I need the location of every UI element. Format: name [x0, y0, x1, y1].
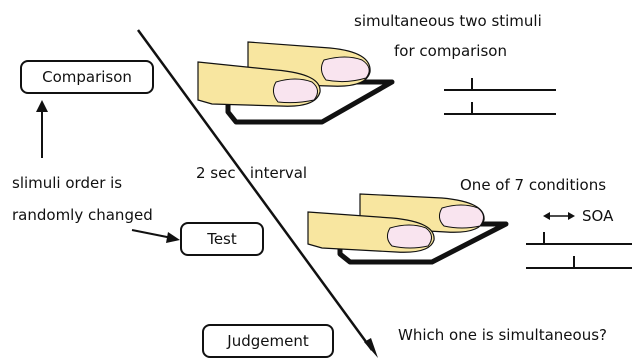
- question-label: Which one is simultaneous?: [398, 326, 607, 344]
- fingers-top: [197, 41, 395, 125]
- fingers-bottom: [307, 193, 509, 265]
- simultaneous-label-line2: for comparison: [394, 42, 507, 60]
- timing-soa: [526, 232, 632, 269]
- timeline-arrow: [136, 29, 378, 358]
- test-label: Test: [207, 230, 237, 248]
- test-box: Test: [180, 222, 264, 256]
- arrow-to-test: [131, 229, 180, 243]
- judgement-box: Judgement: [202, 324, 334, 358]
- judgement-label: Judgement: [227, 332, 309, 350]
- interval-label: 2 sec interval: [196, 164, 308, 182]
- soa-double-arrow: [543, 212, 575, 220]
- arrow-to-comparison: [36, 100, 48, 158]
- conditions-label: One of 7 conditions: [460, 176, 607, 194]
- simultaneous-label-line1: simultaneous two stimuli: [354, 12, 542, 30]
- comparison-box: Comparison: [20, 60, 154, 94]
- soa-label: SOA: [582, 207, 614, 225]
- order-label-line1: slimuli order is: [12, 174, 123, 192]
- timing-simultaneous: [444, 78, 556, 115]
- comparison-label: Comparison: [42, 68, 132, 86]
- order-label-line2: randomly changed: [12, 206, 153, 224]
